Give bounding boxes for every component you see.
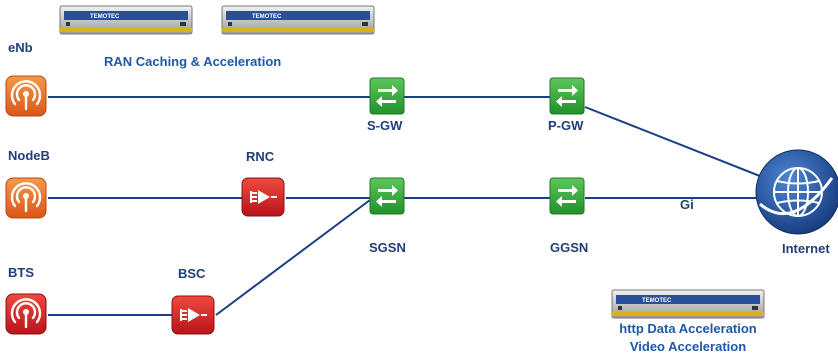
label-bsc: BSC (178, 266, 206, 281)
controller-icon (180, 308, 207, 322)
caption-http-acceleration: http Data Acceleration (619, 321, 757, 336)
globe-icon (759, 167, 834, 217)
appliance-brand: TEMOTEC (252, 14, 282, 20)
ran-appliance-2: TEMOTEC (221, 5, 375, 35)
label-pgw: P-GW (548, 118, 584, 133)
radio-antenna-icon (10, 298, 42, 329)
label-gi: Gi (680, 197, 694, 212)
pgw-node[interactable] (549, 77, 585, 115)
sgsn-node[interactable] (369, 177, 405, 215)
bsc-node[interactable] (171, 295, 215, 335)
label-sgw: S-GW (367, 118, 403, 133)
gateway-switch-icon (376, 185, 398, 207)
ggsn-node[interactable] (549, 177, 585, 215)
controller-icon (250, 190, 277, 204)
caption-ran-caching: RAN Caching & Acceleration (104, 54, 282, 69)
sgw-node[interactable] (369, 77, 405, 115)
label-enb: eNb (8, 40, 33, 55)
label-rnc: RNC (246, 149, 275, 164)
radio-antenna-icon (10, 182, 42, 213)
bts-node[interactable] (5, 293, 47, 335)
label-nodeb: NodeB (8, 148, 50, 163)
internet-node[interactable] (755, 149, 838, 235)
label-sgsn: SGSN (369, 240, 406, 255)
link-pgw-internet (584, 106, 771, 181)
gateway-switch-icon (556, 185, 578, 207)
core-appliance: TEMOTEC (611, 289, 765, 319)
rnc-node[interactable] (241, 177, 285, 217)
enb-node[interactable] (5, 75, 47, 117)
appliance-brand: TEMOTEC (642, 298, 672, 304)
nodeb-node[interactable] (5, 177, 47, 219)
label-ggsn: GGSN (550, 240, 589, 255)
label-internet: Internet (782, 241, 830, 256)
ran-appliance-1: TEMOTEC (59, 5, 193, 35)
caption-video-acceleration: Video Acceleration (629, 339, 747, 354)
gateway-switch-icon (556, 85, 578, 107)
gateway-switch-icon (376, 85, 398, 107)
connection-lines (48, 96, 771, 316)
label-bts: BTS (8, 265, 34, 280)
appliance-brand: TEMOTEC (90, 14, 120, 20)
link-bsc-sgsn (215, 199, 371, 316)
radio-antenna-icon (10, 80, 42, 111)
